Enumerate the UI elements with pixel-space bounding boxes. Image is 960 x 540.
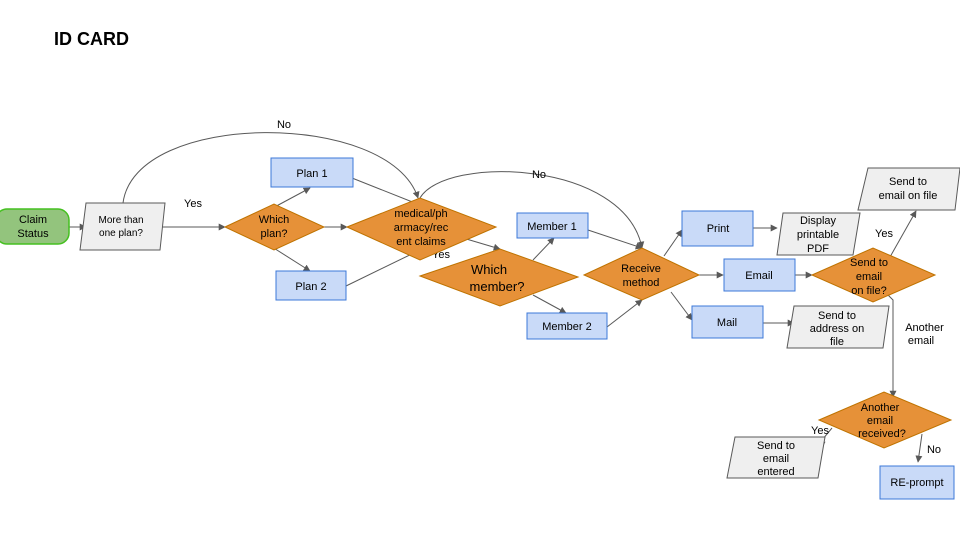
edge-receive-to-mail: [670, 291, 693, 321]
edge-plan2-to-medical: [345, 249, 421, 287]
edge-member2-to-receive: [606, 299, 643, 328]
node-print: Print: [681, 210, 754, 247]
edge-label-no-received: No: [927, 444, 941, 456]
edge-label-email: email: [908, 335, 934, 347]
edge-which-member-to-member2: [532, 294, 567, 314]
edge-receive-to-print: [663, 229, 683, 257]
edge-label-no-plan: No: [277, 119, 291, 131]
node-mail: Mail: [691, 305, 764, 339]
edge-which-member-to-member1: [532, 237, 555, 261]
edge-yes-to-send-top: [889, 210, 917, 258]
svg-text:Member 1: Member 1: [527, 221, 577, 233]
edge-member1-to-receive: [587, 229, 643, 250]
edge-medical-to-which-member: [462, 237, 501, 251]
node-email: Email: [723, 258, 796, 292]
edge-labels: Yes No Yes No Yes Another email Yes No: [184, 119, 947, 456]
svg-text:Plan 2: Plan 2: [295, 281, 326, 293]
node-re-prompt: RE-prompt: [879, 465, 955, 500]
node-member1: Member 1: [516, 212, 589, 239]
svg-text:RE-prompt: RE-prompt: [890, 477, 943, 489]
edge-no-medical-to-receive: [419, 171, 645, 249]
node-plan2: Plan 2: [275, 270, 347, 301]
svg-text:Email: Email: [745, 270, 773, 282]
svg-text:Member 2: Member 2: [542, 321, 592, 333]
edge-label-yes-send-email: Yes: [875, 228, 893, 240]
edge-plan1-to-medical: [351, 177, 421, 206]
edge-label-yes-received: Yes: [811, 425, 829, 437]
edge-label-yes-plan: Yes: [184, 198, 202, 210]
node-member2: Member 2: [526, 312, 608, 340]
svg-text:Plan 1: Plan 1: [296, 168, 327, 180]
svg-text:Mail: Mail: [717, 317, 737, 329]
edge-label-another: Another: [905, 322, 944, 334]
edge-label-another-email: Another email: [905, 322, 947, 347]
node-plan1: Plan 1: [270, 157, 354, 188]
edge-label-no-medical: No: [532, 169, 546, 181]
page-title: ID CARD: [54, 29, 129, 49]
edge-no-more-to-medical: [122, 132, 420, 204]
svg-text:Print: Print: [707, 223, 730, 235]
edge-no-received: [915, 433, 923, 463]
